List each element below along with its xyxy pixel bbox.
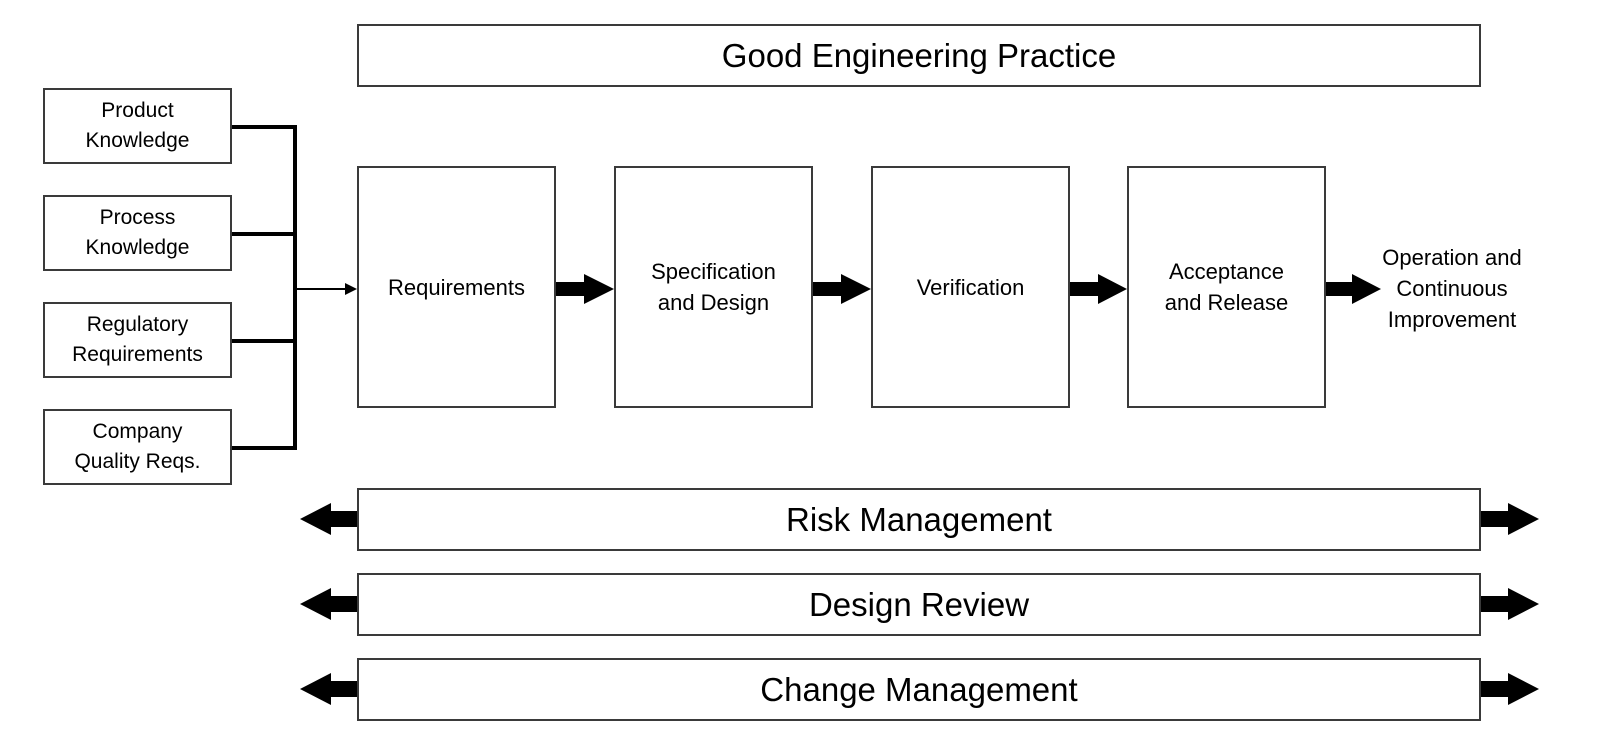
input-box-process-knowledge: Process Knowledge (43, 195, 232, 271)
input-to-requirements-arrow (297, 283, 357, 295)
stage-box-verification: Verification (871, 166, 1070, 408)
change-management-right-arrow (1481, 673, 1539, 705)
stage-box-specification-and-design: Specification and Design (614, 166, 813, 408)
design-review-right-arrow (1481, 588, 1539, 620)
stage-box-requirements: Requirements (357, 166, 556, 408)
activity-label: Design Review (808, 585, 1030, 623)
arrow-verification-to-acceptance (1070, 274, 1127, 304)
input-bracket (232, 125, 297, 450)
activity-label: Change Management (760, 670, 1078, 708)
stage-label: Requirements (388, 274, 525, 300)
good-engineering-practice-banner: Good Engineering Practice (357, 24, 1481, 87)
input-label: Regulatory Requirements (72, 313, 203, 366)
input-box-company-quality-reqs: Company Quality Reqs. (43, 409, 232, 485)
activity-bar-risk-management: Risk Management (357, 488, 1481, 551)
input-label: Process Knowledge (85, 206, 190, 259)
activity-bar-change-management: Change Management (357, 658, 1481, 721)
input-box-product-knowledge: Product Knowledge (43, 88, 232, 164)
input-box-regulatory-requirements: Regulatory Requirements (43, 302, 232, 378)
stage-label: Verification (916, 274, 1025, 300)
arrow-acceptance-to-operation (1326, 274, 1381, 304)
activity-bar-design-review: Design Review (357, 573, 1481, 636)
risk-management-left-arrow (300, 503, 357, 535)
change-management-left-arrow (300, 673, 357, 705)
banner-title: Good Engineering Practice (721, 36, 1117, 74)
stage-label: Acceptance and Release (1164, 259, 1289, 315)
stage-box-acceptance-and-release: Acceptance and Release (1127, 166, 1326, 408)
design-review-left-arrow (300, 588, 357, 620)
input-label: Company Quality Reqs. (74, 420, 201, 473)
outcome-operation-and-continuous-improvement: Operation and Continuous Improvement (1382, 245, 1522, 332)
input-label: Product Knowledge (85, 99, 190, 152)
stage-label: Specification and Design (651, 259, 776, 315)
arrow-specification-to-verification (813, 274, 871, 304)
risk-management-right-arrow (1481, 503, 1539, 535)
activity-label: Risk Management (786, 500, 1052, 538)
arrow-requirements-to-specification (556, 274, 614, 304)
